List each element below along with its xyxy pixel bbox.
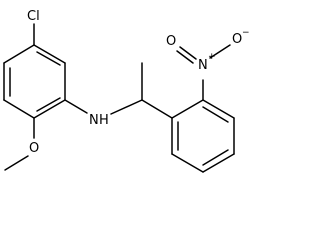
bond-n-o-double — [179, 46, 197, 60]
bond-ring-right — [171, 153, 204, 173]
bond-ring-left — [3, 99, 35, 119]
atom-label-chlorine: Cl — [27, 9, 40, 24]
atom-label-nitrogen-amine: N — [89, 113, 99, 128]
right-benzene-ring — [171, 99, 235, 173]
bond-ring-left — [33, 99, 66, 119]
bond-n-ch — [110, 99, 143, 115]
chemical-structure: Cl O N H N + O − O — [3, 9, 250, 173]
atom-label-hydrogen-amine: H — [99, 113, 109, 128]
left-benzene-ring — [3, 44, 66, 119]
double-bond-inner — [36, 97, 61, 112]
bond-o-methyl — [4, 155, 29, 171]
bond-ring-left — [33, 44, 66, 64]
charge-minus: − — [242, 28, 250, 38]
atom-label-oxygen-nitro-top: O — [232, 32, 242, 47]
bond-n-o-double — [176, 50, 194, 64]
atom-label-oxygen-nitro-left: O — [166, 34, 176, 49]
bond-ring-right — [202, 99, 235, 119]
double-bond-inner — [202, 149, 229, 166]
bond-ring-right — [202, 153, 235, 173]
bond-ring-left — [3, 44, 35, 64]
atom-label-oxygen-methoxy: O — [29, 141, 39, 156]
bond-ring-right — [171, 99, 204, 119]
bond-ch-ring — [141, 99, 173, 119]
double-bond-inner — [202, 106, 229, 123]
double-bond-inner — [36, 51, 61, 66]
atom-label-nitrogen-nitro: N — [198, 58, 208, 73]
bond-ring-n — [64, 99, 88, 114]
bond-n-o-single — [209, 44, 231, 59]
